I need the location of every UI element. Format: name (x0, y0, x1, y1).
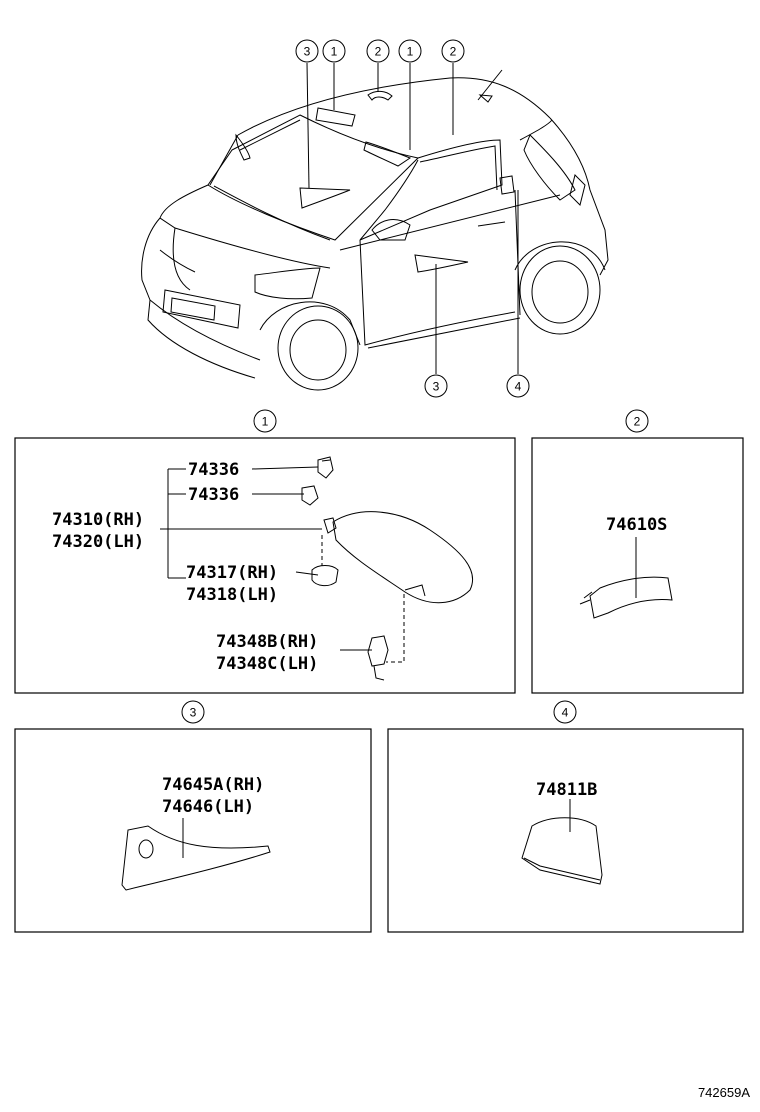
box-1-sun-visor: 74336 74336 74310(RH) 74320(LH) 74317(RH… (14, 437, 516, 694)
section-callout-2: 2 (625, 409, 649, 433)
section-callout-1: 1 (253, 409, 277, 433)
section-callout-3: 3 (181, 700, 205, 724)
box-4-coat-hook: 74811B (387, 728, 744, 933)
car-callouts: 3 1 2 1 2 3 4 (295, 39, 530, 398)
box-4-frame (387, 728, 744, 933)
callout-number: 1 (331, 45, 338, 59)
callout-number: 3 (433, 380, 440, 394)
callout-number: 2 (375, 45, 382, 59)
box-1-frame (14, 437, 516, 694)
part-number-label: 74336 (188, 460, 239, 480)
clip-74336-a (317, 456, 334, 479)
car-illustration (141, 69, 609, 391)
part-number-label: 74348B(RH) (216, 632, 318, 652)
car-leader-lines (306, 62, 519, 374)
callout-number: 2 (450, 45, 457, 59)
box-3-pillar-garnish: 74645A(RH) 74646(LH) (14, 728, 372, 933)
box-2-assist-grip: 74610S (531, 437, 744, 694)
callout-circle: 1 (322, 39, 346, 63)
part-number-label: 74646(LH) (162, 797, 254, 817)
section-callouts: 1 2 3 4 (181, 409, 649, 724)
diagram-id: 742659A (697, 1085, 750, 1100)
coat-hook (521, 817, 603, 885)
pillar-garnish (121, 825, 271, 891)
visor-hinge (323, 517, 337, 534)
box-1-part-drawings (301, 456, 474, 681)
part-number-label: 74645A(RH) (162, 775, 264, 795)
part-number-label: 74336 (188, 485, 239, 505)
callout-circle: 3 (295, 39, 319, 63)
callout-circle: 3 (424, 374, 448, 398)
callout-number: 3 (304, 45, 311, 59)
callout-circle: 1 (398, 39, 422, 63)
svg-text:1: 1 (262, 415, 269, 429)
svg-text:3: 3 (190, 706, 197, 720)
section-callout-4: 4 (553, 700, 577, 724)
box-1-leaders (160, 466, 405, 663)
box-3-frame (14, 728, 372, 933)
part-number-label: 74317(RH) (186, 563, 278, 583)
visor-holder-74348 (367, 635, 389, 667)
callout-circle: 2 (366, 39, 390, 63)
callout-circle: 4 (506, 374, 530, 398)
svg-text:2: 2 (634, 415, 641, 429)
callout-number: 4 (515, 380, 522, 394)
assist-grip (589, 576, 673, 619)
part-number-label: 74318(LH) (186, 585, 278, 605)
part-number-label: 74811B (536, 780, 597, 800)
part-number-label: 74310(RH) (52, 510, 144, 530)
svg-text:4: 4 (562, 706, 569, 720)
box-2-frame (531, 437, 744, 694)
visor-holder-74317 (311, 565, 339, 587)
part-number-label: 74320(LH) (52, 532, 144, 552)
part-number-label: 74348C(LH) (216, 654, 318, 674)
part-number-label: 74610S (606, 515, 667, 535)
clip-74336-b (301, 485, 319, 506)
callout-circle: 2 (441, 39, 465, 63)
callout-number: 1 (407, 45, 414, 59)
sun-visor (332, 511, 474, 604)
